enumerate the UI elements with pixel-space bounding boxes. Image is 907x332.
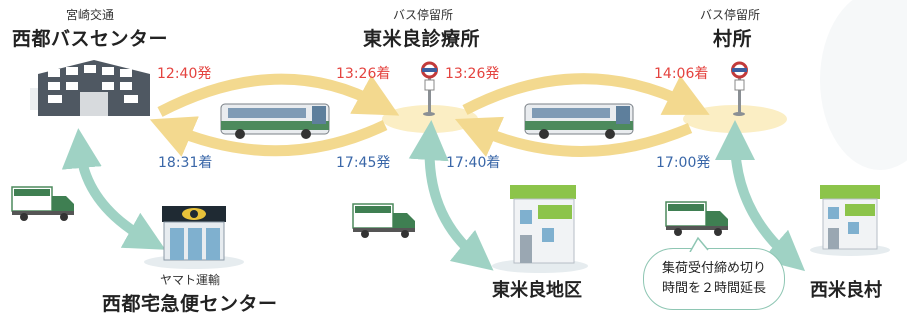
time-depart-murasho: 17:00発 xyxy=(656,155,711,171)
time-depart-clinic-back: 17:45発 xyxy=(336,155,391,171)
stop-ellipse-murasho xyxy=(683,105,787,133)
route-inbound-clinic-center xyxy=(149,116,388,157)
terminal-name-label: 西都バスセンター xyxy=(12,28,169,50)
background-blob xyxy=(820,0,907,170)
bus-stop-sign-icon-2 xyxy=(731,61,748,116)
stop1-type-label: バス停留所 xyxy=(393,8,454,22)
time-depart-clinic: 13:26発 xyxy=(445,66,500,82)
bus-terminal-building-icon xyxy=(30,60,150,116)
bus-stop-sign-icon-1 xyxy=(421,61,438,116)
yamato-center-name-label: 西都宅急便センター xyxy=(102,293,278,315)
yamato-company-label: ヤマト運輸 xyxy=(160,273,221,287)
stop2-name-label: 村所 xyxy=(713,28,753,50)
house-icon-nishimera xyxy=(810,185,890,256)
area-higashimera-label: 東米良地区 xyxy=(492,280,582,301)
time-depart-center: 12:40発 xyxy=(157,66,212,82)
delivery-truck-icon-3 xyxy=(665,201,728,236)
deadline-extension-bubble: 集荷受付締め切り 時間を２時間延長 xyxy=(643,248,785,310)
time-arrive-center: 18:31着 xyxy=(158,155,213,171)
route-inbound-murasho-clinic xyxy=(454,116,693,158)
house-icon-higashimera xyxy=(492,185,588,273)
bubble-tail xyxy=(689,236,709,252)
bubble-line-2: 時間を２時間延長 xyxy=(661,281,766,296)
arrow-center-yamato xyxy=(61,128,166,250)
route-outbound-center-clinic xyxy=(157,73,400,117)
delivery-truck-icon-1 xyxy=(11,186,74,221)
route-outbound-clinic-murasho xyxy=(462,73,710,115)
bubble-line-1: 集荷受付締め切り xyxy=(661,261,766,276)
terminal-operator-label: 宮崎交通 xyxy=(66,8,115,22)
bus-icon-2 xyxy=(524,103,634,139)
yamato-shop-icon xyxy=(144,206,244,269)
area-nishimera-label: 西米良村 xyxy=(810,280,882,301)
time-arrive-murasho: 14:06着 xyxy=(654,66,709,82)
delivery-truck-icon-2 xyxy=(352,203,415,238)
time-arrive-clinic: 13:26着 xyxy=(336,66,391,82)
stop2-type-label: バス停留所 xyxy=(700,8,761,22)
arrow-clinic-higashimera xyxy=(408,120,494,271)
time-arrive-clinic-back: 17:40着 xyxy=(446,155,501,171)
bus-icon-1 xyxy=(220,103,330,139)
stop1-name-label: 東米良診療所 xyxy=(363,28,481,50)
arrow-murasho-nishimera xyxy=(715,120,806,272)
